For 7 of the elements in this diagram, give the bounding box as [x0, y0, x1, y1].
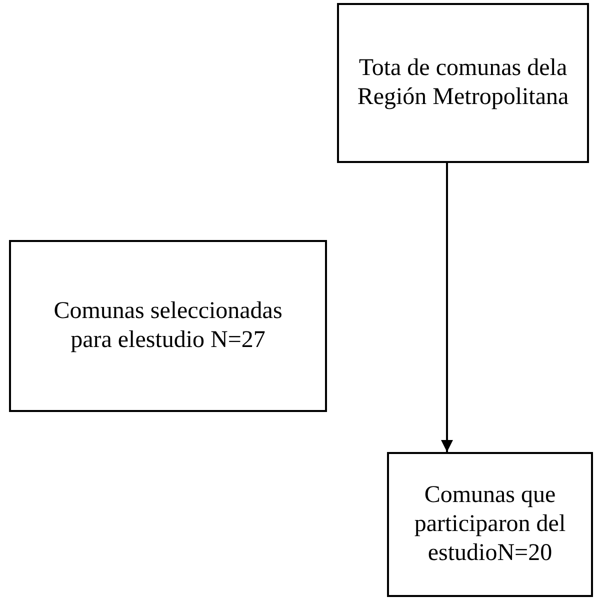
box-text: Comunas seleccionadas para elestudio N=27: [52, 297, 284, 355]
box-text: Comunas que participaron del estudioN=20: [413, 481, 567, 568]
box-text: Tota de comunas dela Región Metropolitana: [356, 54, 570, 112]
process-box: [387, 452, 593, 597]
process-box: [9, 240, 327, 412]
arrow: [441, 163, 453, 452]
process-box: [337, 3, 589, 163]
